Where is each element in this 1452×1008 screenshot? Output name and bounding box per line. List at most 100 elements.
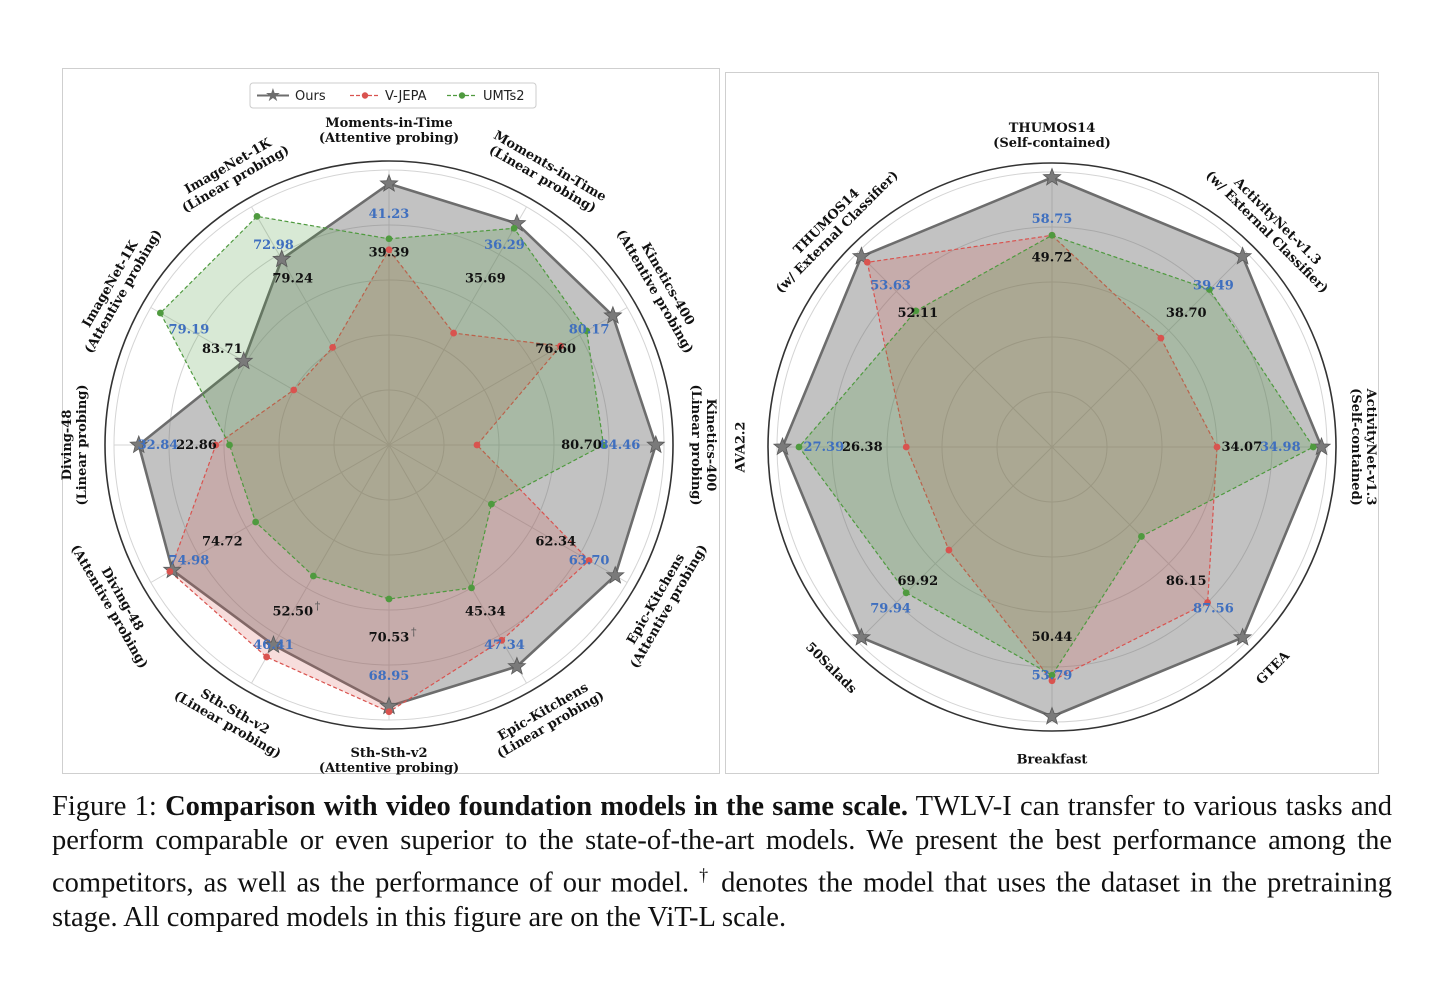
series-area-vjepa xyxy=(866,234,1218,682)
point-ours-3 xyxy=(1232,627,1253,646)
point-umts2-5 xyxy=(468,584,475,592)
value-label-best-10: 83.71 xyxy=(202,342,243,357)
axis-label-line: Breakfast xyxy=(1017,753,1088,768)
point-ours-9 xyxy=(129,434,149,454)
value-label-best-2: 76.60 xyxy=(535,342,576,357)
axis-label-3: Kinetics-400(Linear probing) xyxy=(688,384,718,505)
spoke-7 xyxy=(857,252,1053,448)
figure-caption: Figure 1: Comparison with video foundati… xyxy=(52,790,1392,935)
left-radar-chart: ★ Ours V-JEPA UMTs2 41.2339.39Moments-in… xyxy=(60,82,718,776)
axis-label-7: Sth-Sth-v2(Linear probing) xyxy=(171,686,283,762)
value-label-best-1: 35.69 xyxy=(465,271,506,286)
axis-label-line: Sth-Sth-v2 xyxy=(350,746,427,761)
point-ours-2 xyxy=(1311,436,1332,456)
caption-text-2: denotes the model that uses the dataset … xyxy=(52,867,1392,933)
value-label-ours-5: 79.94 xyxy=(870,601,911,616)
value-label-best-4: 50.44 xyxy=(1032,630,1073,645)
series-area-umts2 xyxy=(798,234,1314,676)
axis-label-6: Sth-Sth-v2(Attentive probing) xyxy=(319,746,459,776)
spoke-1 xyxy=(1051,252,1247,448)
axis-label-line: (Self-contained) xyxy=(1348,388,1363,506)
point-umts2-2 xyxy=(1309,443,1317,451)
axis-label-8: Diving-48(Attentive probing) xyxy=(67,542,150,671)
point-vjepa-4 xyxy=(1048,677,1056,685)
axis-label-line: Diving-48 xyxy=(60,410,75,481)
value-label-best-0: 39.39 xyxy=(369,246,410,261)
value-label-ours-3: 84.46 xyxy=(600,438,641,453)
point-vjepa-1 xyxy=(450,329,458,337)
point-umts2-0 xyxy=(1048,231,1056,239)
point-vjepa-3 xyxy=(473,441,481,449)
point-ours-7 xyxy=(263,634,284,654)
point-umts2-6 xyxy=(385,595,393,603)
point-ours-5 xyxy=(851,627,872,646)
axis-label-0: THUMOS14(Self-contained) xyxy=(993,121,1111,151)
point-vjepa-3 xyxy=(1204,599,1211,606)
caption-bold-title: Comparison with video foundation models … xyxy=(165,791,908,822)
value-label-best-3: 86.15 xyxy=(1166,574,1207,589)
axis-label-line: (Attentive probing) xyxy=(319,761,459,776)
axis-label-line: GTEA xyxy=(1254,648,1294,688)
point-umts2-2 xyxy=(583,327,591,335)
axis-label-line: Moments-in-Time xyxy=(325,116,453,131)
point-umts2-11 xyxy=(253,212,261,220)
point-ours-3 xyxy=(646,434,666,454)
value-label-ours-4: 53.79 xyxy=(1032,668,1073,683)
axis-label-line: THUMOS14 xyxy=(1009,121,1096,136)
axis-label-line: Kinetics-400 xyxy=(703,399,718,492)
point-vjepa-11 xyxy=(329,343,337,351)
axis-label-line: AVA2.2 xyxy=(734,422,749,474)
axis-label-10: ImageNet-1K(Attentive probing) xyxy=(80,227,165,356)
point-ours-6 xyxy=(772,436,793,456)
spoke-10 xyxy=(150,307,390,446)
dagger-mark-6: † xyxy=(411,626,417,639)
point-vjepa-7 xyxy=(263,653,271,661)
value-label-ours-0: 58.75 xyxy=(1032,212,1073,227)
axis-label-line: (Linear probing) xyxy=(75,384,90,505)
value-label-best-7: 52.50 xyxy=(272,605,313,620)
point-umts2-1 xyxy=(1206,286,1213,293)
point-umts2-3 xyxy=(1138,533,1145,540)
value-label-best-1: 38.70 xyxy=(1166,306,1207,321)
value-label-ours-6: 27.39 xyxy=(803,440,844,455)
value-label-ours-9: 32.84 xyxy=(138,438,179,453)
axis-label-1: Moments-in-Time(Linear probing) xyxy=(486,128,609,216)
value-label-best-6: 26.38 xyxy=(842,440,883,455)
point-umts2-8 xyxy=(252,518,260,526)
point-umts2-4 xyxy=(1048,671,1056,679)
spoke-8 xyxy=(150,444,390,583)
point-vjepa-5 xyxy=(945,546,953,554)
point-vjepa-4 xyxy=(585,557,593,564)
value-label-best-5: 69.92 xyxy=(897,574,938,589)
axis-label-9: Diving-48(Linear probing) xyxy=(60,384,90,505)
value-label-best-6: 70.53 xyxy=(369,631,410,646)
point-ours-10 xyxy=(234,350,254,370)
point-vjepa-5 xyxy=(498,636,506,644)
value-label-best-2: 34.07 xyxy=(1221,440,1262,455)
legend-label-umts2: UMTs2 xyxy=(483,89,525,104)
point-vjepa-6 xyxy=(902,443,910,451)
axis-label-5: Epic-Kitchens(Linear probing) xyxy=(495,680,607,762)
point-umts2-4 xyxy=(488,500,495,508)
point-vjepa-7 xyxy=(863,258,871,266)
value-label-ours-11: 72.98 xyxy=(253,238,294,253)
point-umts2-0 xyxy=(385,235,393,243)
legend-marker-ours: ★ xyxy=(265,85,281,105)
axis-label-line: ActivityNet-v1.3 xyxy=(1363,388,1378,506)
axis-label-line: (Attentive probing) xyxy=(319,131,459,146)
value-label-best-11: 79.24 xyxy=(272,271,313,286)
legend-marker-umts2 xyxy=(458,92,466,99)
point-umts2-10 xyxy=(156,309,164,317)
axis-label-line: (Linear probing) xyxy=(688,384,703,505)
point-umts2-7 xyxy=(309,572,317,580)
axis-label-2: Kinetics-400(Attentive probing) xyxy=(613,227,697,356)
caption-prefix: Figure 1: xyxy=(52,791,166,822)
axis-label-4: Breakfast xyxy=(1017,753,1088,768)
point-umts2-6 xyxy=(795,443,803,451)
legend-frame xyxy=(249,82,537,109)
point-ours-2 xyxy=(603,305,623,324)
point-ours-0 xyxy=(1042,167,1062,186)
legend-label-vjepa: V-JEPA xyxy=(385,89,427,104)
